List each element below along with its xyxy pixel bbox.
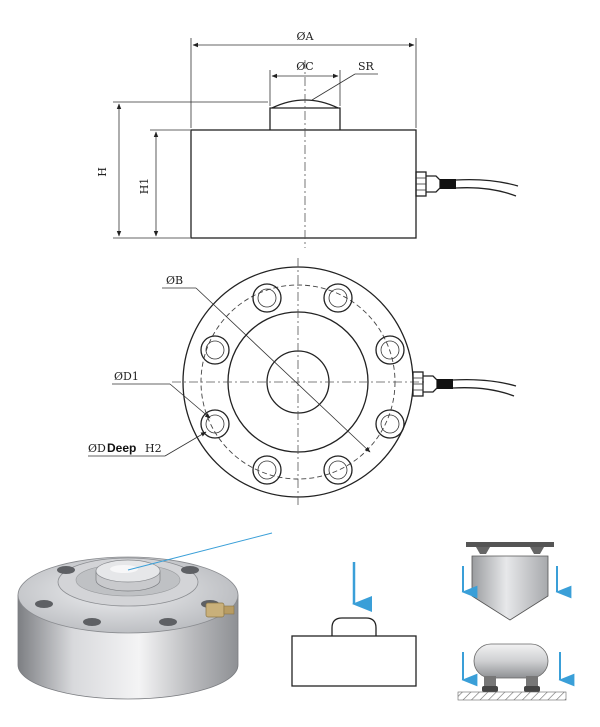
hopper-application-icon (461, 542, 572, 621)
bolt-hole (200, 409, 230, 439)
bolt-hole (200, 335, 230, 365)
bolt-hole (375, 409, 405, 439)
cable-sleeve (440, 179, 456, 189)
cable-bottom (455, 187, 517, 197)
load-cell-product-image (17, 532, 273, 700)
label-sr: SR (358, 60, 375, 73)
label-dia-a: ØA (297, 30, 315, 43)
bolt-hole (323, 283, 353, 313)
label-dia-d: ØD (88, 442, 106, 455)
dim-line-b (195, 287, 371, 453)
tank-application-icon (457, 643, 575, 701)
dim-line-d (164, 431, 207, 457)
top-view: ØB ØD1 ØD Deep H2 (88, 258, 517, 505)
bolt-holes (200, 283, 405, 485)
label-height-h: H (96, 167, 109, 177)
body-outline (190, 129, 417, 239)
bolt-hole (323, 455, 353, 485)
label-dia-b: ØB (166, 274, 183, 287)
label-dia-d1: ØD1 (114, 370, 139, 383)
cable-top (455, 178, 519, 187)
label-deep: Deep (107, 441, 136, 455)
dim-line-d1 (169, 383, 211, 419)
label-height-h1: H1 (138, 178, 151, 195)
pointer-line (127, 532, 273, 571)
bolt-hole (375, 335, 405, 365)
gland-body (426, 175, 441, 193)
label-dia-c: ØC (296, 60, 313, 73)
label-h2: H2 (145, 442, 162, 455)
cell-block (291, 635, 417, 687)
loading-direction-diagram (291, 562, 417, 687)
side-view: ØA ØC SR H H1 (96, 30, 519, 248)
bolt-hole (252, 283, 282, 313)
bolt-hole (252, 455, 282, 485)
